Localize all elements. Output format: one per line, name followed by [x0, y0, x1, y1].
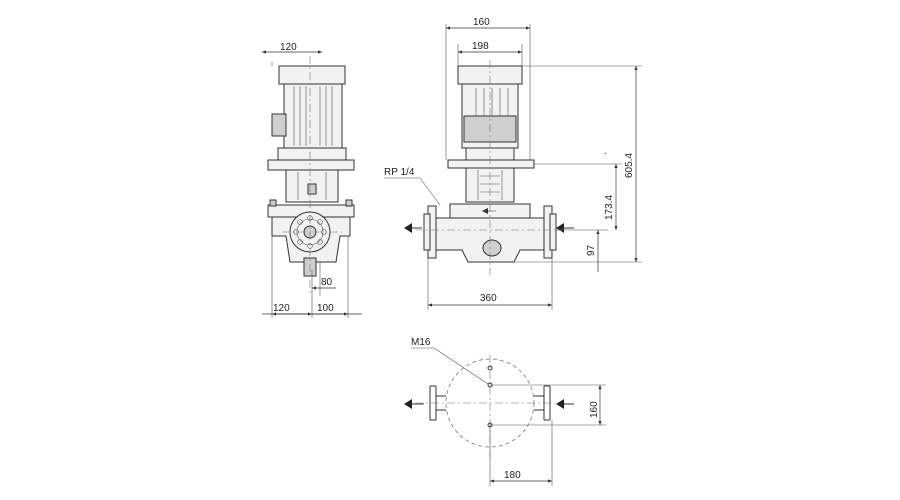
dim-plan-160: 160: [589, 401, 600, 418]
side-view: 120 80 120 100: [262, 42, 362, 318]
side-terminal-box: [271, 113, 287, 137]
front-view: RP 1/4 160 198 360 605.4 173.4 97 .: [384, 17, 642, 310]
dim-front-360: 360: [480, 293, 497, 304]
side-motor-top: [278, 65, 346, 85]
dim-height-173-4: 173.4: [604, 195, 615, 220]
side-motor-flange: [267, 159, 355, 171]
plan-outlet-arrow-icon: [404, 399, 412, 409]
label-m16: M16: [411, 337, 431, 348]
front-drain-plug: [482, 239, 502, 257]
plan-inlet-arrow-icon: [556, 399, 564, 409]
dim-side-80: 80: [321, 277, 333, 288]
outlet-arrow-icon: [404, 223, 412, 233]
plan-view: M16 160 180: [404, 337, 606, 486]
dim-front-top-160: 160: [473, 17, 490, 28]
plan-inlet-flange: [534, 385, 551, 421]
label-rp-1-4: RP 1/4: [384, 167, 415, 178]
dim-height-97: 97: [586, 244, 597, 256]
front-motor-flange: [447, 159, 535, 169]
dim-height-605-4: 605.4: [624, 153, 635, 178]
side-coupling: [285, 169, 339, 203]
label-dot: .: [604, 146, 607, 157]
inlet-arrow-icon: [556, 223, 564, 233]
dim-side-bottom-120: 120: [273, 303, 290, 314]
plan-outlet-flange: [429, 385, 446, 421]
dim-side-bottom-100: 100: [317, 303, 334, 314]
dim-side-top-120: 120: [280, 42, 297, 53]
dim-plan-180: 180: [504, 470, 521, 481]
dim-front-top-198: 198: [472, 41, 489, 52]
side-motor-body: [283, 83, 343, 149]
